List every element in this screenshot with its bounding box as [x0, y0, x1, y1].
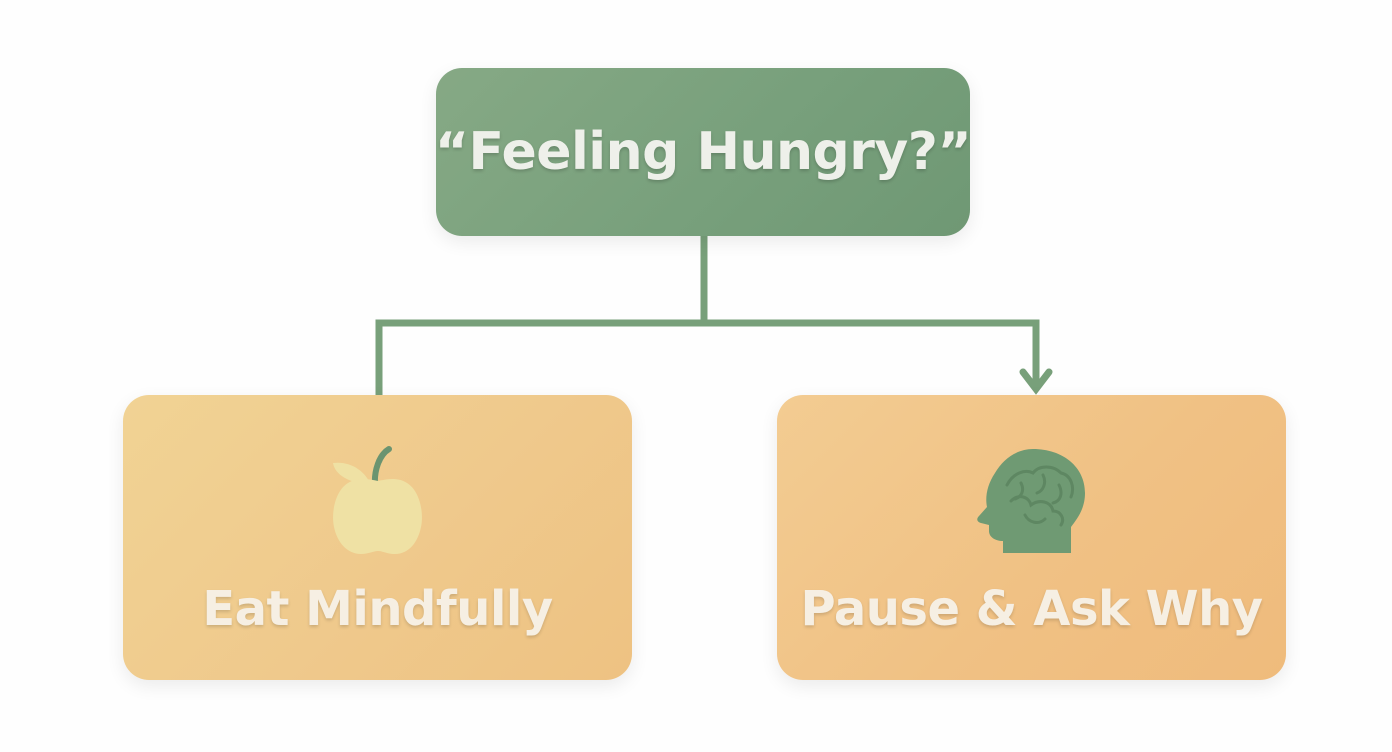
connector-right-branch: [704, 319, 1040, 386]
connector-left-branch: [375, 319, 704, 395]
apple-icon: [332, 446, 422, 554]
eat-mindfully-label: Eat Mindfully: [202, 581, 553, 637]
pause-ask-why-node: Pause & Ask Why: [777, 395, 1286, 680]
pause-ask-why-label: Pause & Ask Why: [800, 581, 1263, 637]
root-label: “Feeling Hungry?”: [434, 122, 972, 182]
root-node: “Feeling Hungry?”: [434, 68, 972, 236]
brain-head-icon: [976, 449, 1085, 553]
arrowhead-icon: [1019, 368, 1053, 395]
eat-mindfully-node: Eat Mindfully: [123, 395, 632, 680]
